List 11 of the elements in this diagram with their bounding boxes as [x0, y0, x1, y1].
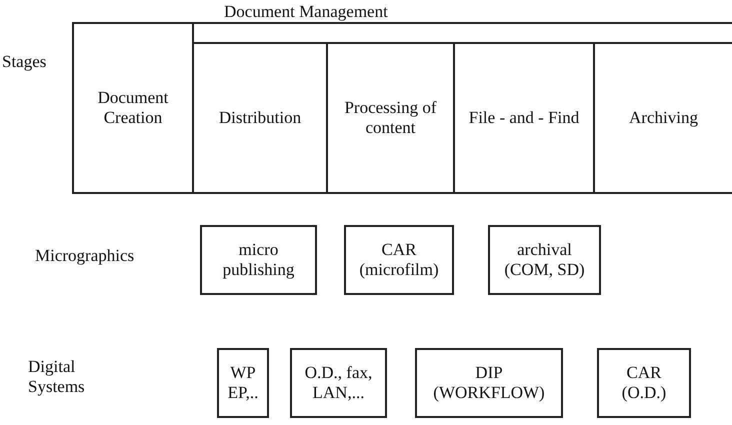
system-box: DIP (WORKFLOW) — [415, 348, 563, 418]
system-box: CAR (microfilm) — [344, 225, 454, 295]
system-box: micro publishing — [200, 225, 317, 295]
row-label: Micrographics — [35, 246, 136, 266]
system-box: archival (COM, SD) — [488, 225, 601, 295]
table-heading: Document Management — [224, 2, 388, 22]
row-label: Digital Systems — [28, 357, 86, 398]
system-box: WP EP,.. — [217, 348, 269, 418]
row-label: Stages — [2, 52, 48, 72]
system-box: O.D., fax, LAN,... — [290, 348, 387, 418]
system-box: CAR (O.D.) — [597, 348, 691, 418]
